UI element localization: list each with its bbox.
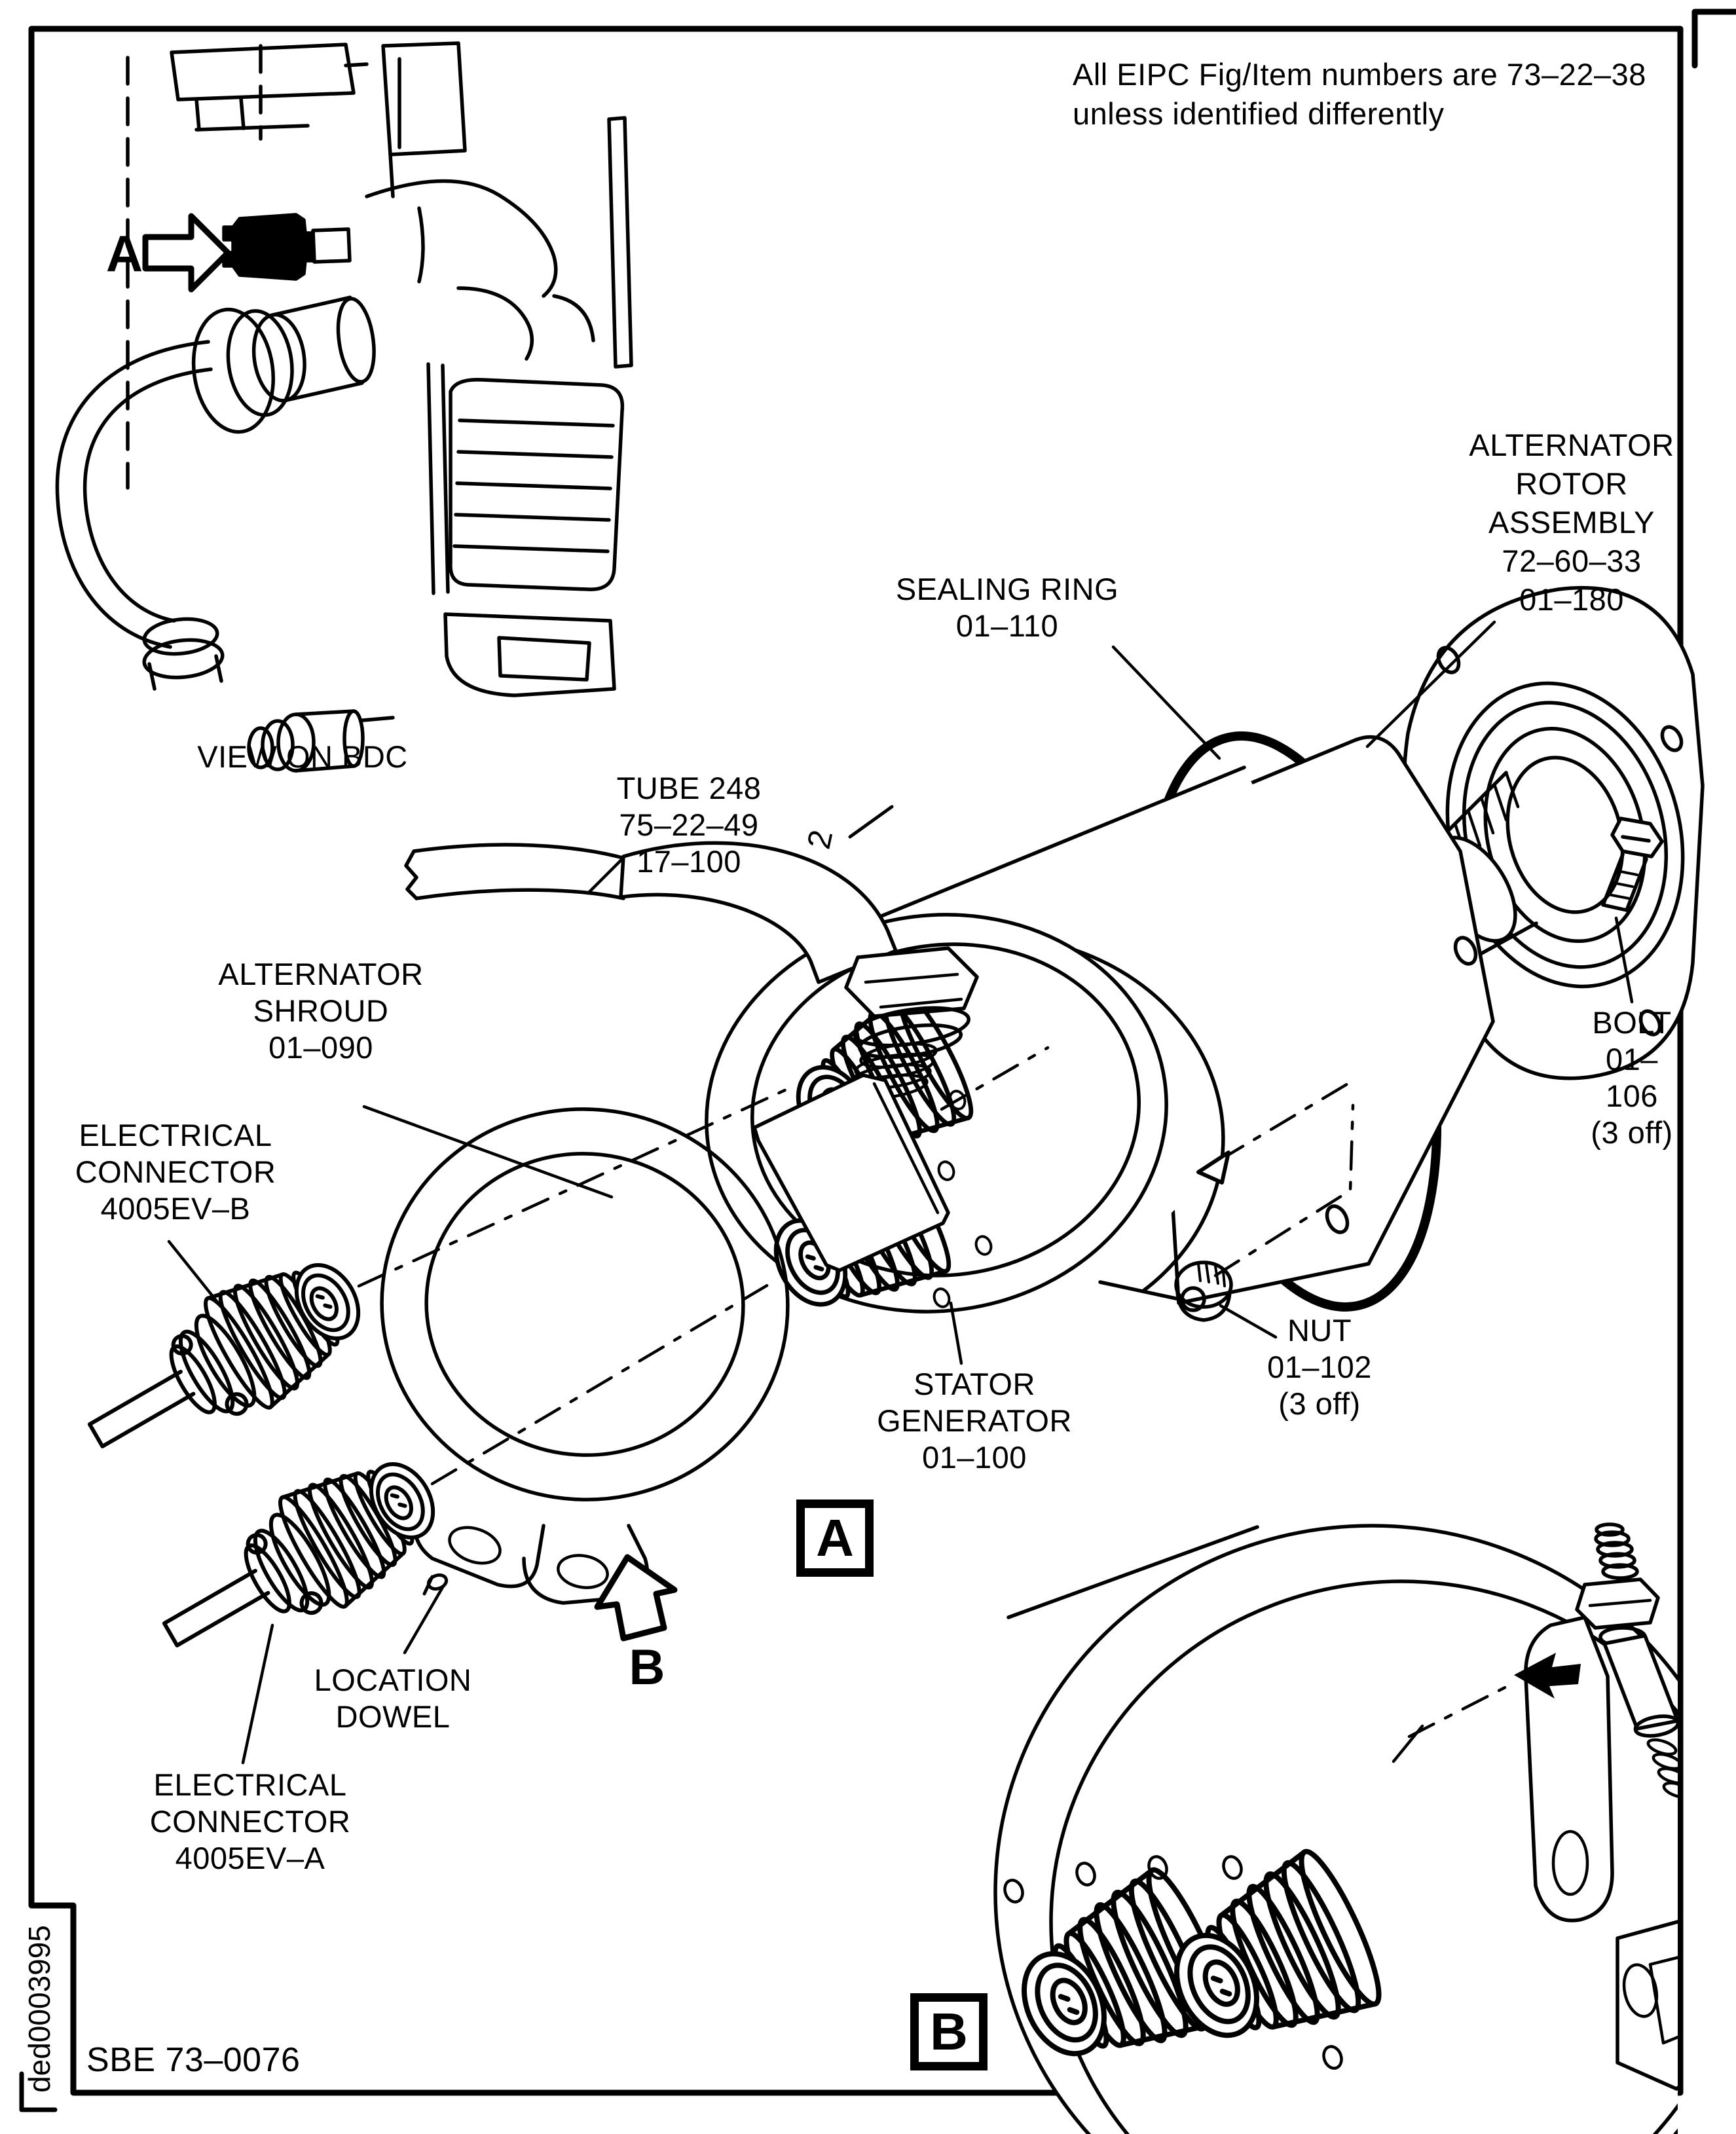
detail-view-b-drawing xyxy=(995,1522,1678,2134)
detail-marker-b: B xyxy=(910,1993,988,2070)
figure-reference: SBE 73–0076 xyxy=(86,2041,301,2079)
label-tube-248: TUBE 248 75–22–49 17–100 xyxy=(616,771,762,879)
electrical-connector-b-drawing xyxy=(71,1234,383,1481)
leader-lines xyxy=(167,620,1634,1765)
view-marker-a: A xyxy=(105,225,143,282)
detail-arrow-b xyxy=(594,1554,678,1642)
centerlines xyxy=(357,1046,1357,1486)
document-code: ded0003995 xyxy=(22,1925,56,2093)
small-black-arrow xyxy=(1514,1653,1581,1699)
label-stator-generator: STATOR GENERATOR 01–100 xyxy=(877,1367,1072,1475)
label-sealing-ring: SEALING RING 01–110 xyxy=(895,572,1119,643)
detail-marker-a-letter: A xyxy=(816,1509,854,1567)
label-electrical-connector-b: ELECTRICAL CONNECTOR 4005EV–B xyxy=(75,1118,276,1226)
view-arrow-a xyxy=(142,213,231,293)
view-b-tube-assembly xyxy=(1392,1522,1678,2091)
label-alternator-rotor-assembly: ALTERNATOR ROTOR ASSEMBLY 72–60–33 01–18… xyxy=(1469,428,1674,617)
label-location-dowel: LOCATION DOWEL xyxy=(314,1663,472,1734)
direction-arrowhead xyxy=(1196,1150,1230,1185)
bolt-drawing xyxy=(1601,817,1664,912)
arrow-marker-b: B xyxy=(629,1640,665,1695)
detail-marker-a: A xyxy=(796,1499,874,1577)
detail-marker-b-letter: B xyxy=(930,2002,968,2061)
inset-caption: VIEW ON BDC xyxy=(197,739,408,774)
stator-generator-drawing xyxy=(705,735,1495,1342)
label-electrical-connector-a: ELECTRICAL CONNECTOR 4005EV–A xyxy=(149,1767,351,1875)
nut-drawing xyxy=(1174,1260,1233,1322)
alternator-shroud-drawing xyxy=(380,1073,950,1605)
page-border xyxy=(19,9,1736,2112)
label-nut: NUT 01–102 (3 off) xyxy=(1267,1313,1372,1421)
label-bolt: BOLT 01–106 (3 off) xyxy=(1591,1005,1673,1150)
eipc-note: All EIPC Fig/Item numbers are 73–22–38 u… xyxy=(1073,57,1646,131)
alternator-connector-silhouette xyxy=(222,213,315,281)
engine-inset-drawing xyxy=(55,41,633,773)
label-alternator-shroud: ALTERNATOR SHROUD 01–090 xyxy=(218,957,424,1065)
